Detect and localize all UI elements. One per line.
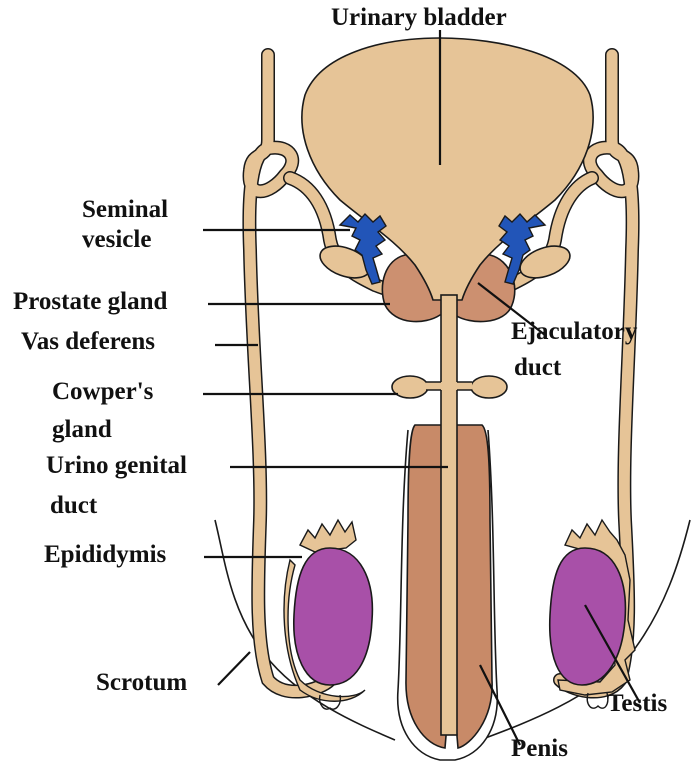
testis-left bbox=[294, 548, 373, 685]
label-epididymis: Epididymis bbox=[44, 541, 166, 569]
label-urino-genital-duct-line1: Urino genital bbox=[46, 452, 187, 480]
label-penis: Penis bbox=[511, 735, 568, 763]
label-scrotum: Scrotum bbox=[96, 669, 187, 697]
label-seminal-vesicle-line1: Seminal bbox=[82, 196, 168, 224]
label-cowpers-gland-line2: gland bbox=[52, 416, 112, 444]
label-cowpers-gland-line1: Cowper's bbox=[52, 378, 153, 406]
label-urino-genital-duct-line2: duct bbox=[50, 492, 97, 520]
label-urinary-bladder: Urinary bladder bbox=[331, 4, 507, 32]
cowpers-gland-right bbox=[471, 376, 507, 398]
testis-right bbox=[550, 548, 626, 685]
label-ejaculatory-duct-line1: Ejaculatory bbox=[511, 318, 637, 346]
label-testis: Testis bbox=[607, 690, 667, 718]
label-seminal-vesicle-line2: vesicle bbox=[82, 226, 151, 254]
leader-scrotum bbox=[218, 652, 250, 685]
label-vas-deferens: Vas deferens bbox=[21, 328, 155, 356]
urino-genital-duct bbox=[441, 295, 457, 735]
label-ejaculatory-duct-line2: duct bbox=[514, 354, 561, 382]
label-prostate-gland: Prostate gland bbox=[13, 288, 167, 316]
